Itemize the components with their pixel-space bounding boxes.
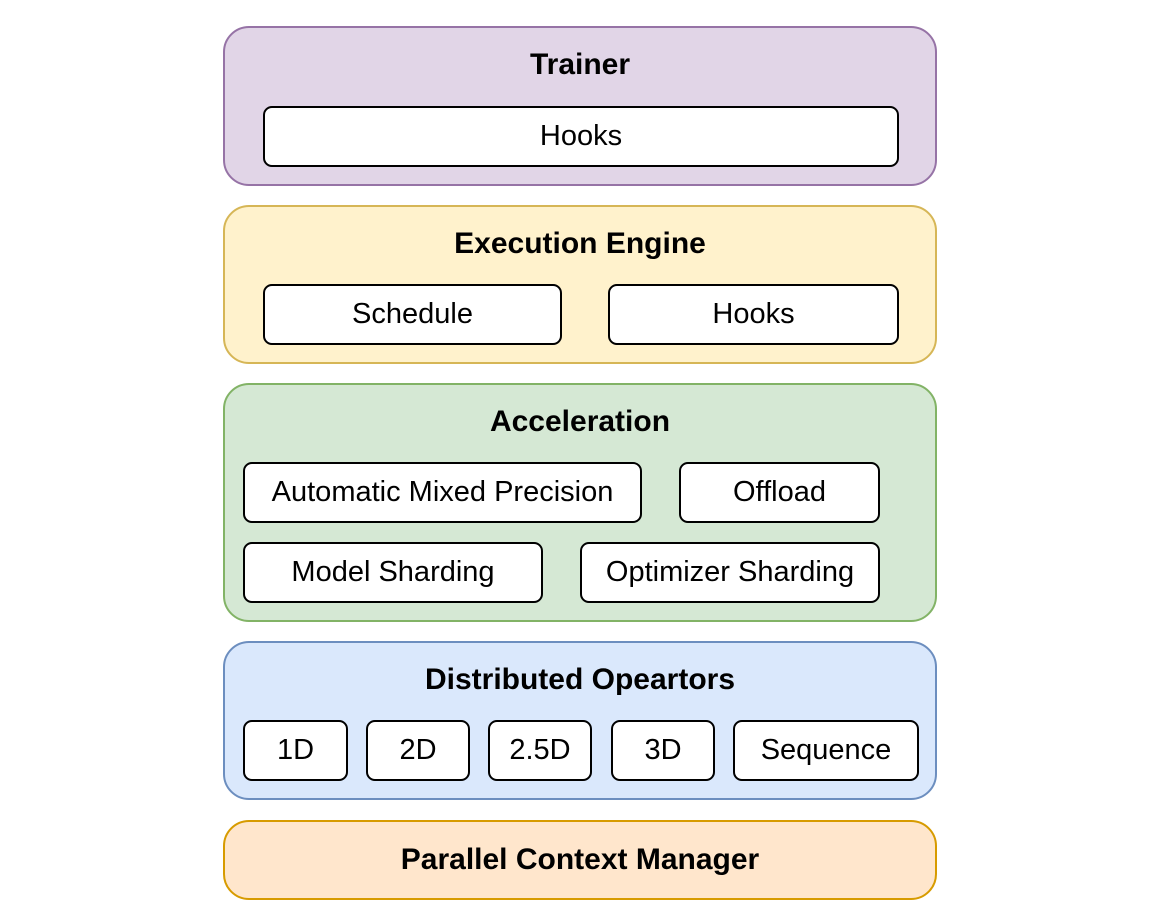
execution-engine-layer: Execution Engine Schedule Hooks (223, 205, 937, 364)
offload-box: Offload (679, 462, 880, 523)
2-5d-box: 2.5D (488, 720, 592, 781)
model-sharding-box: Model Sharding (243, 542, 543, 603)
amp-box: Automatic Mixed Precision (243, 462, 642, 523)
schedule-box: Schedule (263, 284, 562, 345)
execution-engine-title: Execution Engine (454, 227, 706, 260)
distributed-operators-title: Distributed Opeartors (424, 663, 736, 696)
acceleration-layer: Acceleration Automatic Mixed Precision O… (223, 383, 937, 622)
3d-box: 3D (611, 720, 715, 781)
engine-hooks-box: Hooks (608, 284, 899, 345)
trainer-layer: Trainer Hooks (223, 26, 937, 186)
distributed-operators-layer: Distributed Opeartors 1D 2D 2.5D 3D Sequ… (223, 641, 937, 800)
optimizer-sharding-box: Optimizer Sharding (580, 542, 880, 603)
1d-box: 1D (243, 720, 348, 781)
parallel-context-manager-title: Parallel Context Manager (400, 843, 760, 876)
acceleration-title: Acceleration (489, 405, 671, 438)
2d-box: 2D (366, 720, 470, 781)
trainer-title: Trainer (529, 48, 631, 81)
trainer-hooks-box: Hooks (263, 106, 899, 167)
sequence-box: Sequence (733, 720, 919, 781)
parallel-context-manager-layer: Parallel Context Manager (223, 820, 937, 900)
